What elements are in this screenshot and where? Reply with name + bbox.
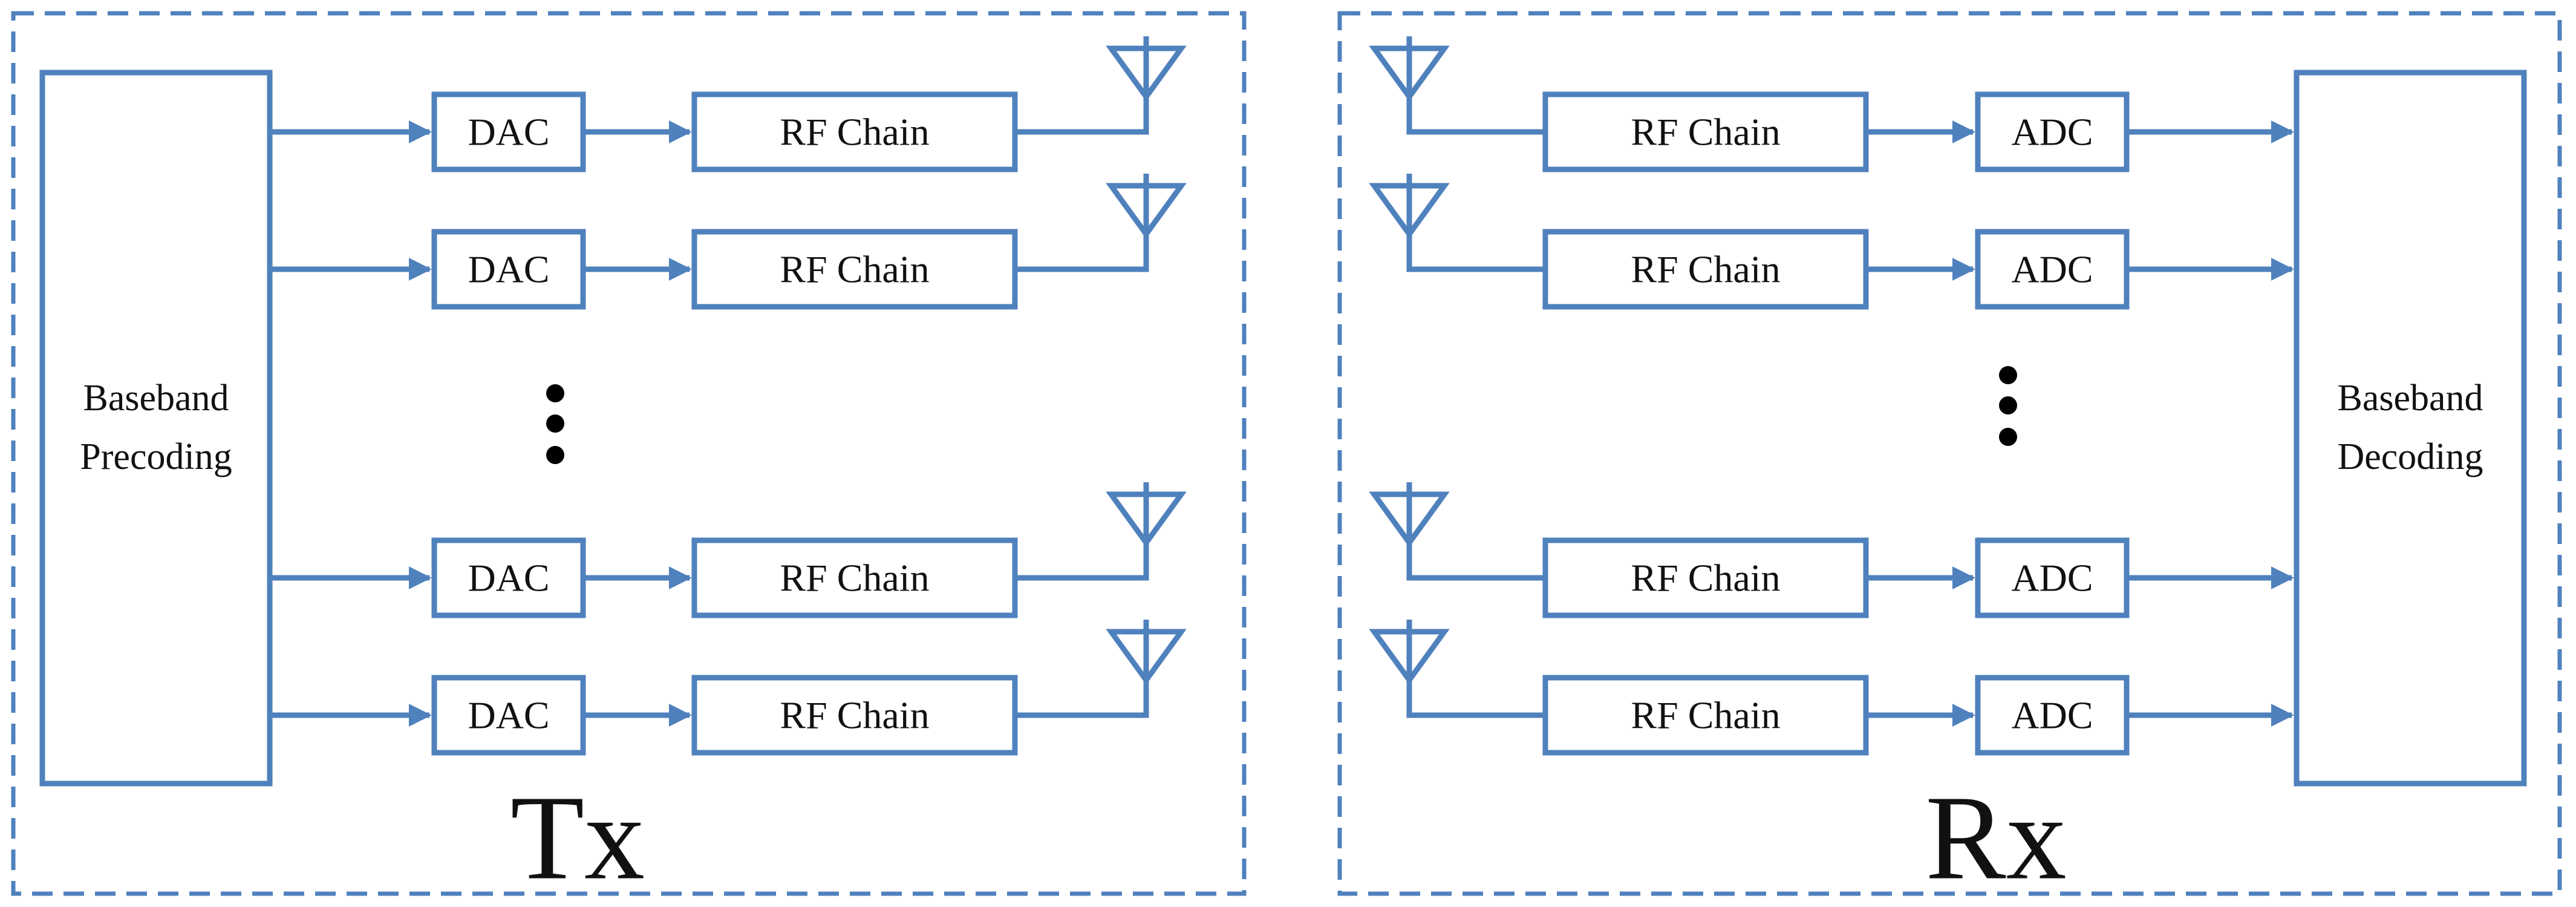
tx-chain-row: DAC RF Chain <box>270 174 1187 310</box>
tx-rf-chain-label: RF Chain <box>780 694 929 737</box>
rx-rf-chain-block <box>1542 229 1869 310</box>
rx-chain-row: RF Chain ADC <box>1369 482 2294 618</box>
rx-panel-frame <box>1337 11 2562 896</box>
rx-chain-row: RF Chain ADC <box>1369 174 2294 310</box>
tx-baseband-label-line2: Precoding <box>80 436 232 477</box>
rx-antenna-to-rf-wire <box>1406 36 1545 135</box>
tx-panel-frame <box>11 11 1247 896</box>
rx-adc-label: ADC <box>2011 248 2093 291</box>
tx-baseband-block: Baseband Precoding <box>39 70 273 787</box>
tx-dac-block <box>431 229 586 310</box>
rx-adc-label: ADC <box>2011 694 2093 737</box>
rx-rf-chain-label: RF Chain <box>1631 557 1780 600</box>
rx-adc-label: ADC <box>2011 111 2093 154</box>
rx-adc-block <box>1975 91 2130 172</box>
rx-chain-row: RF Chain ADC <box>1369 620 2294 756</box>
tx-ellipsis <box>546 384 564 464</box>
rx-adc-label: ADC <box>2011 557 2093 600</box>
tx-antenna-icon <box>1106 45 1187 102</box>
tx-dac-block <box>431 91 586 172</box>
tx-chain-row: DAC RF Chain <box>270 620 1187 756</box>
rx-rf-chain-label: RF Chain <box>1631 248 1780 291</box>
tx-chain-row: DAC RF Chain <box>270 482 1187 618</box>
rx-adc-block <box>1975 229 2130 310</box>
tx-antenna-icon <box>1106 629 1187 685</box>
rx-baseband-label-line2: Decoding <box>2337 436 2483 477</box>
tx-rf-to-antenna-wire <box>1015 620 1149 718</box>
rx-antenna-to-rf-wire <box>1406 482 1545 581</box>
tx-rf-to-antenna-wire <box>1015 174 1149 272</box>
tx-rf-chain-block <box>691 675 1018 756</box>
tx-antenna-icon <box>1106 183 1187 239</box>
tx-rf-to-antenna-wire <box>1015 482 1149 581</box>
tx-rf-to-antenna-wire <box>1015 36 1149 135</box>
tx-rf-chain-label: RF Chain <box>780 248 929 291</box>
tx-dac-label: DAC <box>468 111 549 154</box>
tx-chain-row: DAC RF Chain <box>270 36 1187 172</box>
rx-baseband-block: Baseband Decoding <box>2294 70 2527 787</box>
rx-panel-label: Rx <box>1925 771 2066 905</box>
rx-antenna-to-rf-wire <box>1406 620 1545 718</box>
tx-dac-label: DAC <box>468 248 549 291</box>
tx-dac-block <box>431 537 586 618</box>
tx-dac-label: DAC <box>468 557 549 600</box>
tx-antenna-icon <box>1106 491 1187 548</box>
rx-rf-chain-label: RF Chain <box>1631 694 1780 737</box>
rx-ellipsis <box>1999 366 2017 446</box>
rx-rf-chain-label: RF Chain <box>1631 111 1780 154</box>
tx-rf-chain-label: RF Chain <box>780 111 929 154</box>
tx-baseband-label-line1: Baseband <box>83 378 229 419</box>
tx-rf-chain-label: RF Chain <box>780 557 929 600</box>
tx-dac-label: DAC <box>468 694 549 737</box>
tx-rf-chain-block <box>691 91 1018 172</box>
rx-antenna-to-rf-wire <box>1406 174 1545 272</box>
rx-baseband-label-line1: Baseband <box>2337 378 2483 419</box>
tx-panel-label: Tx <box>510 771 645 905</box>
rx-chain-row: RF Chain ADC <box>1369 36 2294 172</box>
